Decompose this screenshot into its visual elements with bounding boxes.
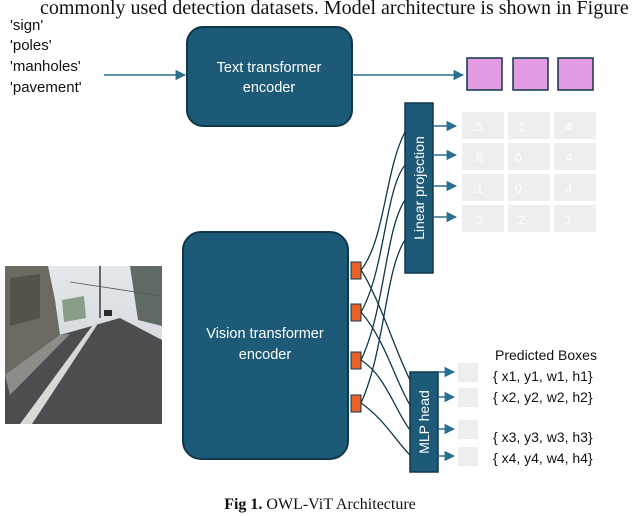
patch-token-1 bbox=[350, 261, 362, 280]
matrix-value: .4 bbox=[562, 120, 572, 134]
matrix-cell bbox=[554, 205, 596, 232]
matrix-cell bbox=[508, 143, 550, 170]
connector-line bbox=[360, 239, 406, 404]
prompt-sign: 'sign' bbox=[10, 17, 43, 34]
text-embedding-3 bbox=[557, 57, 594, 91]
text-embedding-1 bbox=[466, 57, 503, 91]
matrix-cell bbox=[554, 174, 596, 201]
matrix-value: .1 bbox=[473, 182, 483, 196]
matrix-value: .1 bbox=[515, 120, 525, 134]
matrix-cell bbox=[554, 143, 596, 170]
text-embedding-2 bbox=[512, 57, 549, 91]
linear-projection: Linear projection bbox=[404, 102, 434, 274]
connector-line bbox=[360, 164, 406, 313]
predicted-box-2: { x2, y2, w2, h2} bbox=[493, 389, 593, 405]
vision-encoder-label-1: Vision transformer bbox=[206, 326, 324, 342]
predicted-box-1: { x1, y1, w1, h1} bbox=[493, 368, 593, 384]
predicted-box-3: { x3, y3, w3, h3} bbox=[493, 429, 593, 445]
matrix-row: .8 0 .4 bbox=[462, 143, 596, 170]
similarity-matrix: .5 .1 .4 .8 0 .4 .1 0 .4 .3 .2 .1 bbox=[462, 112, 596, 232]
matrix-row: .1 0 .4 bbox=[462, 174, 596, 201]
predicted-box-4: { x4, y4, w4, h4} bbox=[493, 450, 593, 466]
image-sidewalk bbox=[5, 334, 70, 395]
prompt-manholes: 'manholes' bbox=[10, 58, 81, 75]
box-output-cell bbox=[458, 388, 478, 407]
image-wire bbox=[69, 281, 163, 297]
predicted-boxes-title: Predicted Boxes bbox=[495, 347, 597, 363]
patch-tokens bbox=[350, 261, 362, 413]
prompt-pavement: 'pavement' bbox=[10, 79, 82, 96]
image-trees bbox=[62, 296, 86, 322]
vision-encoder-label-2: encoder bbox=[239, 347, 292, 363]
matrix-cell bbox=[554, 112, 596, 139]
matrix-cell bbox=[462, 205, 504, 232]
mlp-arrows bbox=[438, 366, 456, 462]
input-street-image bbox=[5, 266, 163, 424]
matrix-value: 0 bbox=[515, 182, 522, 196]
matrix-value: .3 bbox=[473, 213, 483, 227]
caption-label: Fig 1. bbox=[224, 496, 262, 513]
prompt-poles: 'poles' bbox=[10, 37, 52, 54]
box-output-cell bbox=[458, 420, 478, 439]
matrix-value: .1 bbox=[562, 213, 572, 227]
text-transformer-encoder: Text transformer encoder bbox=[186, 26, 353, 127]
linear-projection-label: Linear projection bbox=[411, 136, 427, 240]
mlp-head: MLP head bbox=[409, 371, 439, 473]
matrix-cell bbox=[508, 174, 550, 201]
text-encoder-label-1: Text transformer bbox=[217, 60, 322, 76]
connector-line bbox=[360, 131, 406, 271]
connector-line bbox=[360, 311, 411, 406]
matrix-cell bbox=[462, 174, 504, 201]
figure-caption: Fig 1. OWL-ViT Architecture bbox=[224, 496, 416, 513]
mlp-head-label: MLP head bbox=[416, 390, 432, 454]
box-output-cell bbox=[458, 363, 478, 382]
image-lane-line bbox=[20, 322, 99, 424]
matrix-value: .8 bbox=[473, 151, 483, 165]
matrix-cell bbox=[462, 143, 504, 170]
text-encoder-label-2: encoder bbox=[243, 80, 296, 96]
predicted-boxes: Predicted Boxes { x1, y1, w1, h1} { x2, … bbox=[493, 347, 597, 466]
matrix-value: 0 bbox=[515, 151, 522, 165]
matrix-cell bbox=[462, 112, 504, 139]
matrix-cell bbox=[508, 205, 550, 232]
linear-projection-box bbox=[404, 102, 434, 274]
text-encoder-box bbox=[186, 26, 353, 127]
connector-line bbox=[360, 359, 411, 431]
header-text: commonly used detection datasets. Model … bbox=[40, 0, 629, 19]
connector-line bbox=[360, 402, 411, 456]
matrix-row: .3 .2 .1 bbox=[462, 205, 596, 232]
matrix-value: .4 bbox=[562, 182, 572, 196]
vision-transformer-encoder: Vision transformer encoder bbox=[182, 231, 349, 460]
matrix-value: .4 bbox=[562, 151, 572, 165]
connector-line bbox=[360, 269, 411, 381]
matrix-value: .5 bbox=[473, 120, 483, 134]
projection-arrows bbox=[433, 120, 458, 223]
caption-text: OWL-ViT Architecture bbox=[262, 496, 415, 513]
text-prompts: 'sign' 'poles' 'manholes' 'pavement' bbox=[10, 17, 82, 96]
image-right-building bbox=[130, 266, 162, 326]
token-connectors bbox=[360, 131, 411, 456]
matrix-row: .5 .1 .4 bbox=[462, 112, 596, 139]
box-output-cell bbox=[458, 447, 478, 466]
box-output-cells bbox=[458, 363, 478, 466]
patch-token-2 bbox=[350, 303, 362, 322]
image-left-building-window bbox=[10, 274, 40, 326]
patch-token-3 bbox=[350, 351, 362, 370]
matrix-cell bbox=[508, 112, 550, 139]
image-car bbox=[104, 310, 112, 316]
mlp-head-box bbox=[409, 371, 439, 473]
connector-line bbox=[360, 199, 406, 361]
vision-encoder-box bbox=[182, 231, 349, 460]
text-embeddings bbox=[466, 57, 594, 91]
matrix-value: .2 bbox=[515, 213, 525, 227]
patch-token-4 bbox=[350, 394, 362, 413]
